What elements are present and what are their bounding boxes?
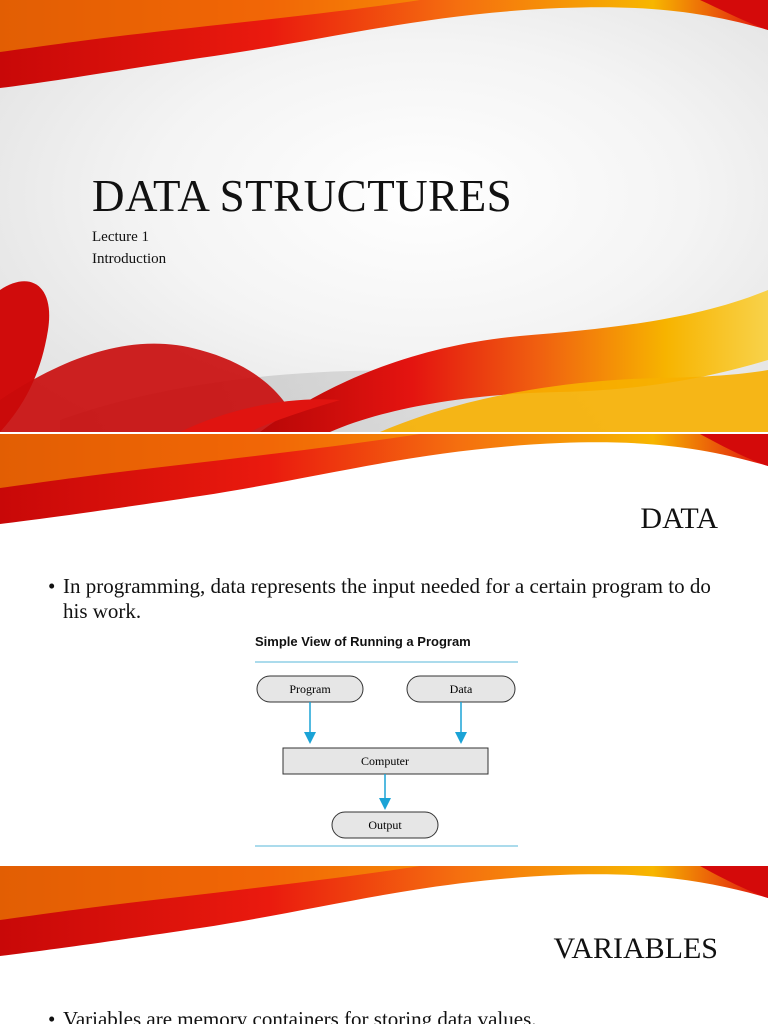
slide-title: DATA xyxy=(640,502,718,535)
output-arrowhead xyxy=(379,798,391,810)
bullet-text: Variables are memory containers for stor… xyxy=(63,1007,537,1024)
wave-decoration xyxy=(0,0,768,432)
bullet-marker: • xyxy=(48,574,56,598)
slide-subtitle-lecture: Lecture 1 xyxy=(92,229,150,245)
computer-label: Computer xyxy=(361,754,409,768)
output-node xyxy=(331,811,439,839)
output-label: Output xyxy=(368,818,402,832)
title-slide: DATA STRUCTURES Lecture 1 Introduction xyxy=(0,0,768,432)
wave-decoration xyxy=(0,866,768,956)
bullet-text: In programming, data represents the inpu… xyxy=(63,574,711,623)
program-diagram: Simple View of Running a Program Program… xyxy=(255,634,518,847)
diagram-heading: Simple View of Running a Program xyxy=(255,634,471,649)
wave-decoration xyxy=(0,434,768,524)
slide-title: VARIABLES xyxy=(553,932,718,965)
program-arrowhead xyxy=(304,732,316,744)
program-label: Program xyxy=(289,682,331,696)
bullet-item: • Variables are memory containers for st… xyxy=(48,1007,728,1024)
data-slide: DATA • In programming, data represents t… xyxy=(0,434,768,866)
data-arrowhead xyxy=(455,732,467,744)
data-label: Data xyxy=(450,682,473,696)
slide-subtitle-intro: Introduction xyxy=(92,251,167,267)
bullet-marker: • xyxy=(48,1007,56,1024)
bullet-item: • In programming, data represents the in… xyxy=(48,574,728,624)
variables-slide: VARIABLES • Variables are memory contain… xyxy=(0,866,768,1024)
slide-title: DATA STRUCTURES xyxy=(92,171,513,221)
